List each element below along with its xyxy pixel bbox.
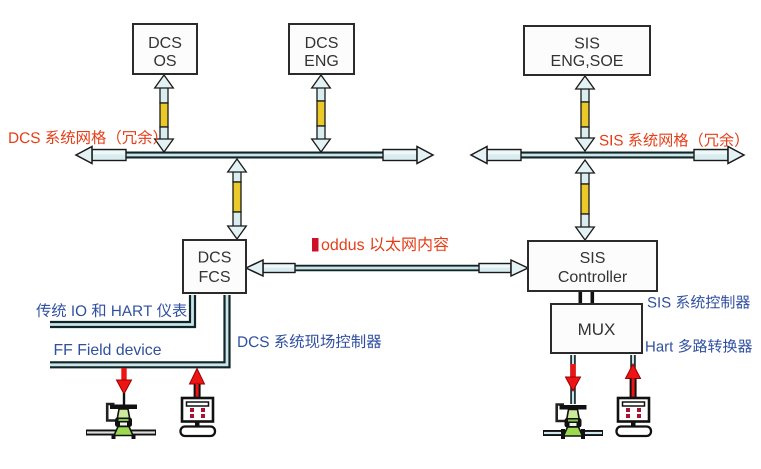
svg-text:ENG,SOE: ENG,SOE <box>551 53 624 70</box>
svg-text:FF Field device: FF Field device <box>54 342 162 359</box>
svg-text:SIS: SIS <box>580 250 606 267</box>
svg-text:SIS: SIS <box>574 36 600 53</box>
svg-text:DCS: DCS <box>148 35 182 52</box>
svg-text:ENG: ENG <box>304 53 339 70</box>
svg-text:Controller: Controller <box>558 269 628 286</box>
svg-text:DCS: DCS <box>198 250 232 267</box>
svg-text:OS: OS <box>153 53 176 70</box>
svg-text:MUX: MUX <box>578 320 616 339</box>
svg-text:FCS: FCS <box>199 269 231 286</box>
svg-text:DCS: DCS <box>305 35 339 52</box>
